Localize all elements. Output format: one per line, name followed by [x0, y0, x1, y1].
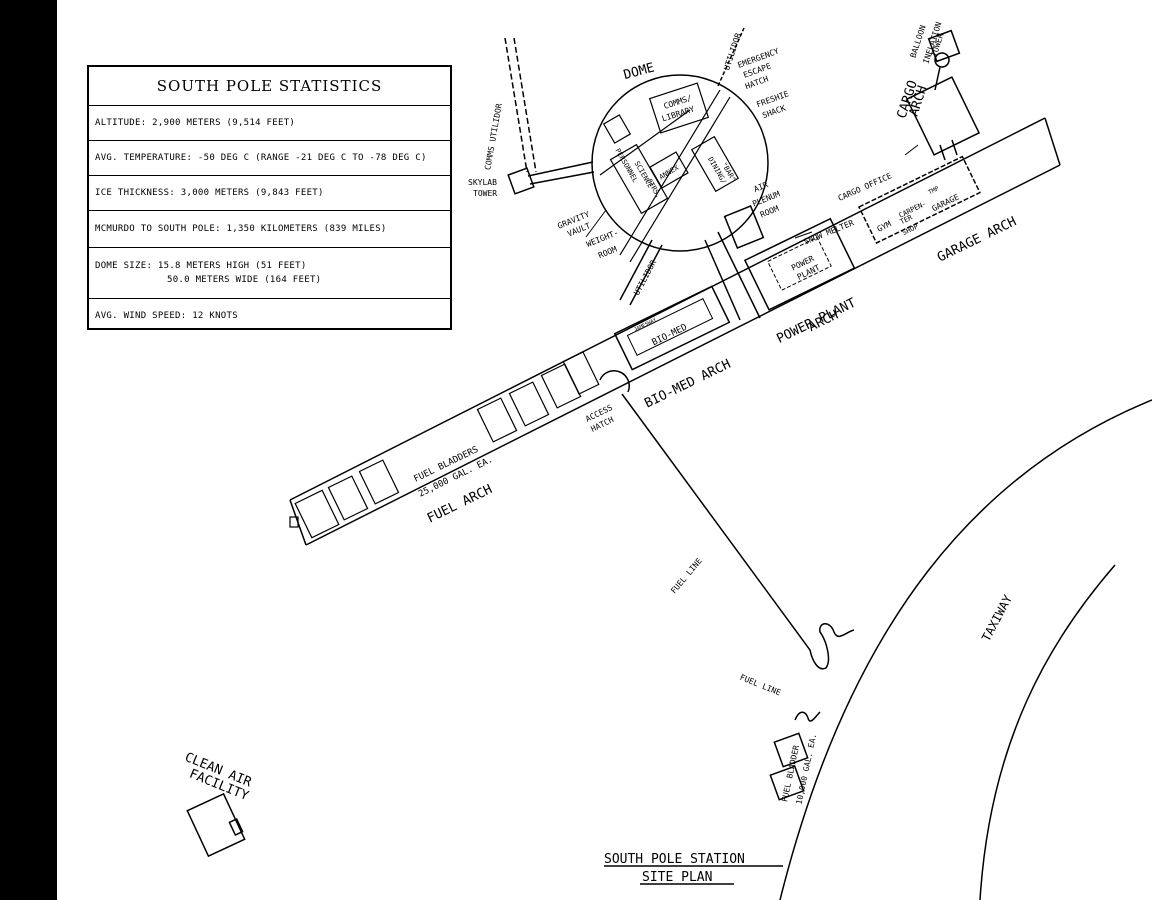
stat-row-distance: MCMURDO TO SOUTH POLE: 1,350 KILOMETERS …	[89, 211, 450, 248]
cargo-arch-building[interactable]	[905, 76, 981, 156]
power-plant-building[interactable]	[743, 217, 856, 311]
taxiway-label: TAXIWAY	[979, 592, 1015, 644]
utilidor-top	[717, 27, 745, 87]
stat-text: ICE THICKNESS: 3,000 METERS (9,843 FEET)	[95, 188, 324, 198]
stat-text: ALTITUDE: 2,900 METERS (9,514 FEET)	[95, 118, 296, 128]
small-fuel-bladder-1[interactable]	[773, 732, 809, 768]
utilidor-bottom	[619, 239, 663, 306]
stat-row-temperature: AVG. TEMPERATURE: -50 DEG C (RANGE -21 D…	[89, 141, 450, 176]
stat-row-dome-size: DOME SIZE: 15.8 METERS HIGH (51 FEET) 50…	[89, 248, 450, 299]
cargo-office-label: CARGO OFFICE	[837, 171, 894, 203]
garage-label: GARAGE	[931, 192, 961, 213]
fuel-arch-bladders[interactable]	[289, 351, 600, 539]
taxiway-outer-edge	[979, 564, 1116, 900]
fuel-line-main	[621, 393, 855, 670]
bio-med-building[interactable]	[613, 285, 731, 371]
gym-label: GYM	[876, 219, 893, 234]
air-plenum-label-3: ROOM	[759, 204, 780, 220]
stat-text: DOME SIZE: 15.8 METERS HIGH (51 FEET)	[95, 261, 307, 271]
dome-circle[interactable]	[591, 74, 769, 252]
dome-corridor	[704, 205, 765, 321]
statistics-title: SOUTH POLE STATISTICS	[89, 67, 450, 106]
stat-row-altitude: ALTITUDE: 2,900 METERS (9,514 FEET)	[89, 106, 450, 141]
freshie-shack-label: FRESHIE	[755, 89, 790, 109]
stat-text-2: 50.0 METERS WIDE (164 FEET)	[167, 275, 322, 285]
skylab-tower-label: SKYLAB	[468, 178, 497, 187]
skylab-tower-label-2: TOWER	[473, 189, 497, 198]
statistics-table: SOUTH POLE STATISTICS ALTITUDE: 2,900 ME…	[87, 65, 452, 330]
stat-row-ice-thickness: ICE THICKNESS: 3,000 METERS (9,843 FEET)	[89, 176, 450, 211]
garage-arch-buildings[interactable]	[857, 155, 981, 244]
fuel-line-label: FUEL LINE	[669, 556, 704, 595]
tmp-label: TMP	[927, 185, 940, 196]
access-hatch	[599, 370, 630, 393]
site-plan-subtitle: SITE PLAN	[642, 870, 712, 885]
bio-med-arch-label: BIO-MED ARCH	[642, 357, 733, 412]
fuel-bladder-small-label-2: 10,000 GAL. EA.	[795, 733, 819, 806]
comms-utilidor-label: COMMS UTILIDOR	[483, 103, 504, 171]
fuel-line-short	[794, 711, 821, 722]
utilidor-bottom-label: UTILIDOR	[632, 258, 658, 296]
scan-border	[0, 0, 57, 900]
taxiway-inner-edge	[779, 399, 1152, 900]
stat-row-wind-speed: AVG. WIND SPEED: 12 KNOTS	[89, 299, 450, 332]
comms-utilidor-line	[504, 37, 537, 173]
clean-air-facility-building[interactable]	[186, 792, 246, 858]
stat-text: AVG. WIND SPEED: 12 KNOTS	[95, 310, 238, 321]
stat-text: MCMURDO TO SOUTH POLE: 1,350 KILOMETERS …	[95, 224, 387, 234]
site-plan-title: SOUTH POLE STATION	[604, 852, 745, 867]
stat-text: AVG. TEMPERATURE: -50 DEG C (RANGE -21 D…	[95, 153, 427, 163]
weight-room-label-2: ROOM	[597, 245, 618, 261]
fuel-line-2-label: FUEL LINE	[738, 673, 782, 698]
dome-interior	[599, 82, 740, 263]
air-plenum-label: AIR	[753, 180, 770, 194]
skylab-tower-building[interactable]	[507, 167, 535, 195]
small-fuel-bladder-2[interactable]	[769, 765, 805, 801]
